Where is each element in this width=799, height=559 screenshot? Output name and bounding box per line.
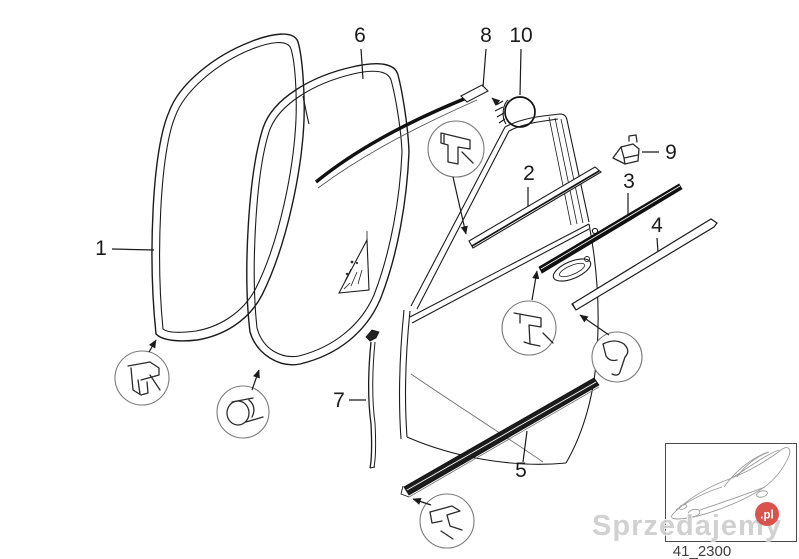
detail-circle-sill-profile: [419, 493, 475, 549]
seal-corner-triangle: [338, 231, 370, 294]
door-seal-part-1[interactable]: [151, 33, 310, 342]
car-thumbnail: [665, 443, 797, 542]
callout-8[interactable]: 8: [480, 24, 492, 47]
leader-clip-top: [452, 176, 468, 235]
callout-10[interactable]: 10: [509, 24, 532, 47]
side-molding-part-4[interactable]: [571, 218, 718, 311]
callout-7[interactable]: 7: [333, 389, 345, 412]
strip-top-clip: [365, 329, 380, 342]
watermark: Sprzedajemy .pl: [591, 502, 782, 543]
window-molding-part-2[interactable]: [468, 166, 602, 249]
detail-circle-clip-belt: [501, 300, 557, 356]
callout-5[interactable]: 5: [515, 459, 527, 482]
roof-trim-part-8[interactable]: [314, 84, 489, 189]
clip-part-9[interactable]: [612, 134, 640, 165]
front-door: [399, 113, 599, 465]
callouts: 1 2 3 4 5 6 7 8 9 10: [95, 24, 677, 482]
belt-molding-part-3[interactable]: [538, 183, 683, 274]
leader-seal-6: [251, 369, 260, 391]
detail-circle-clip-top: [427, 120, 485, 178]
door-handle: [552, 258, 592, 282]
leader-clip-side: [579, 314, 610, 336]
leader-seal-1: [148, 339, 157, 353]
channel-strip-part-7[interactable]: [365, 329, 380, 469]
callout-6[interactable]: 6: [354, 24, 366, 47]
door-seal-part-6[interactable]: [246, 63, 410, 366]
leader-sill: [412, 498, 432, 506]
callout-4[interactable]: 4: [651, 214, 663, 237]
detail-circle-clip-side: [591, 331, 643, 383]
detail-circle-seal-6: [216, 385, 270, 439]
callout-9[interactable]: 9: [665, 141, 677, 164]
watermark-text: Sprzedajemy: [592, 510, 782, 542]
callout-2[interactable]: 2: [523, 162, 535, 185]
sill-strip-part-5[interactable]: [400, 377, 600, 498]
leader-clip-belt: [531, 270, 540, 301]
trim-end-cap: [460, 84, 489, 103]
callout-3[interactable]: 3: [623, 170, 635, 193]
plug-part-10[interactable]: [491, 96, 536, 128]
diagram-code: 41_2300: [673, 543, 731, 559]
watermark-badge-text: .pl: [760, 510, 773, 522]
watermark-badge: [755, 502, 779, 526]
detail-circle-seal-1: [114, 350, 170, 406]
callout-1[interactable]: 1: [95, 237, 107, 260]
